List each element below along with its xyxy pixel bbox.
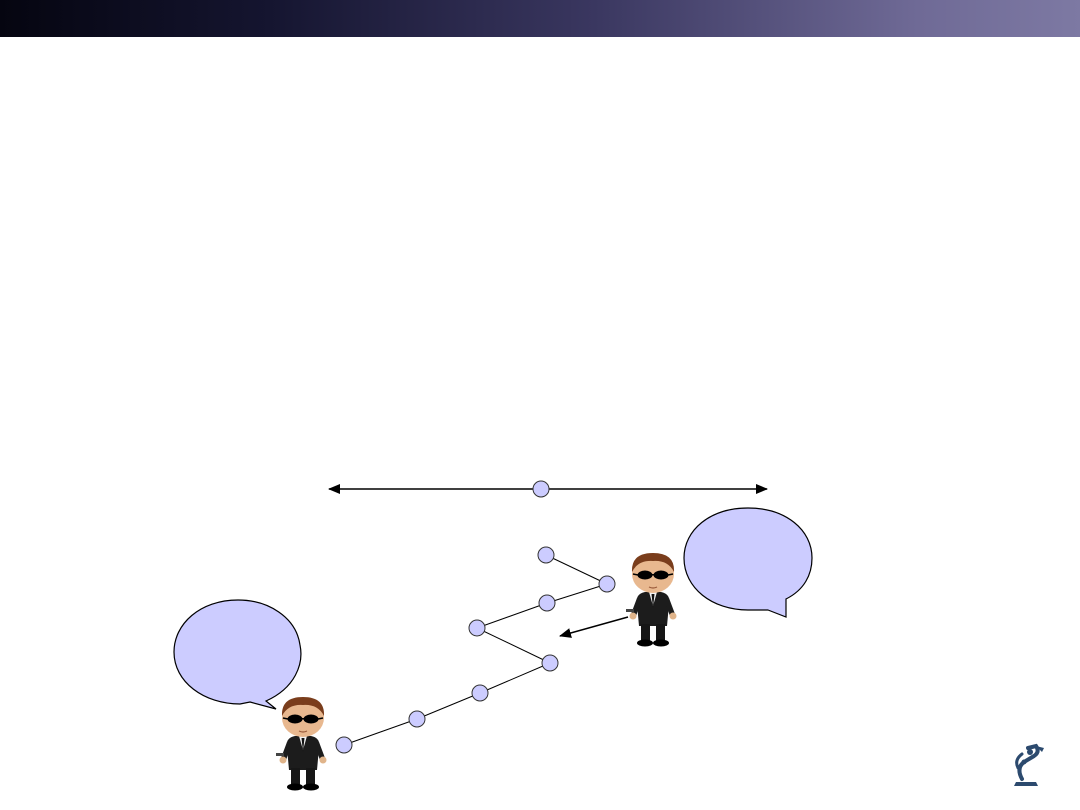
path-nodes — [335, 480, 616, 754]
path-edges — [343, 554, 608, 746]
speech-bubble-right — [683, 507, 813, 618]
path-edge — [343, 718, 418, 746]
path-edge — [479, 662, 551, 694]
path-edge — [476, 602, 548, 629]
title-bar — [0, 0, 1080, 37]
path-node — [538, 594, 556, 612]
node-midpoint — [532, 480, 550, 498]
path-node — [408, 710, 426, 728]
path-node — [598, 575, 616, 593]
path-node — [468, 619, 486, 637]
path-node — [335, 736, 353, 754]
direction-arrow — [559, 616, 629, 638]
path-edge — [416, 692, 481, 720]
agent-figure-icon — [275, 696, 328, 792]
path-edge — [545, 554, 608, 585]
agent-figure-icon — [625, 552, 678, 648]
path-edge — [476, 627, 551, 664]
path-node — [471, 684, 489, 702]
path-node — [537, 546, 555, 564]
path-edge — [546, 583, 608, 604]
robot-arm-logo-icon — [1014, 743, 1044, 786]
speech-bubble-left — [173, 599, 302, 710]
path-node — [541, 654, 559, 672]
